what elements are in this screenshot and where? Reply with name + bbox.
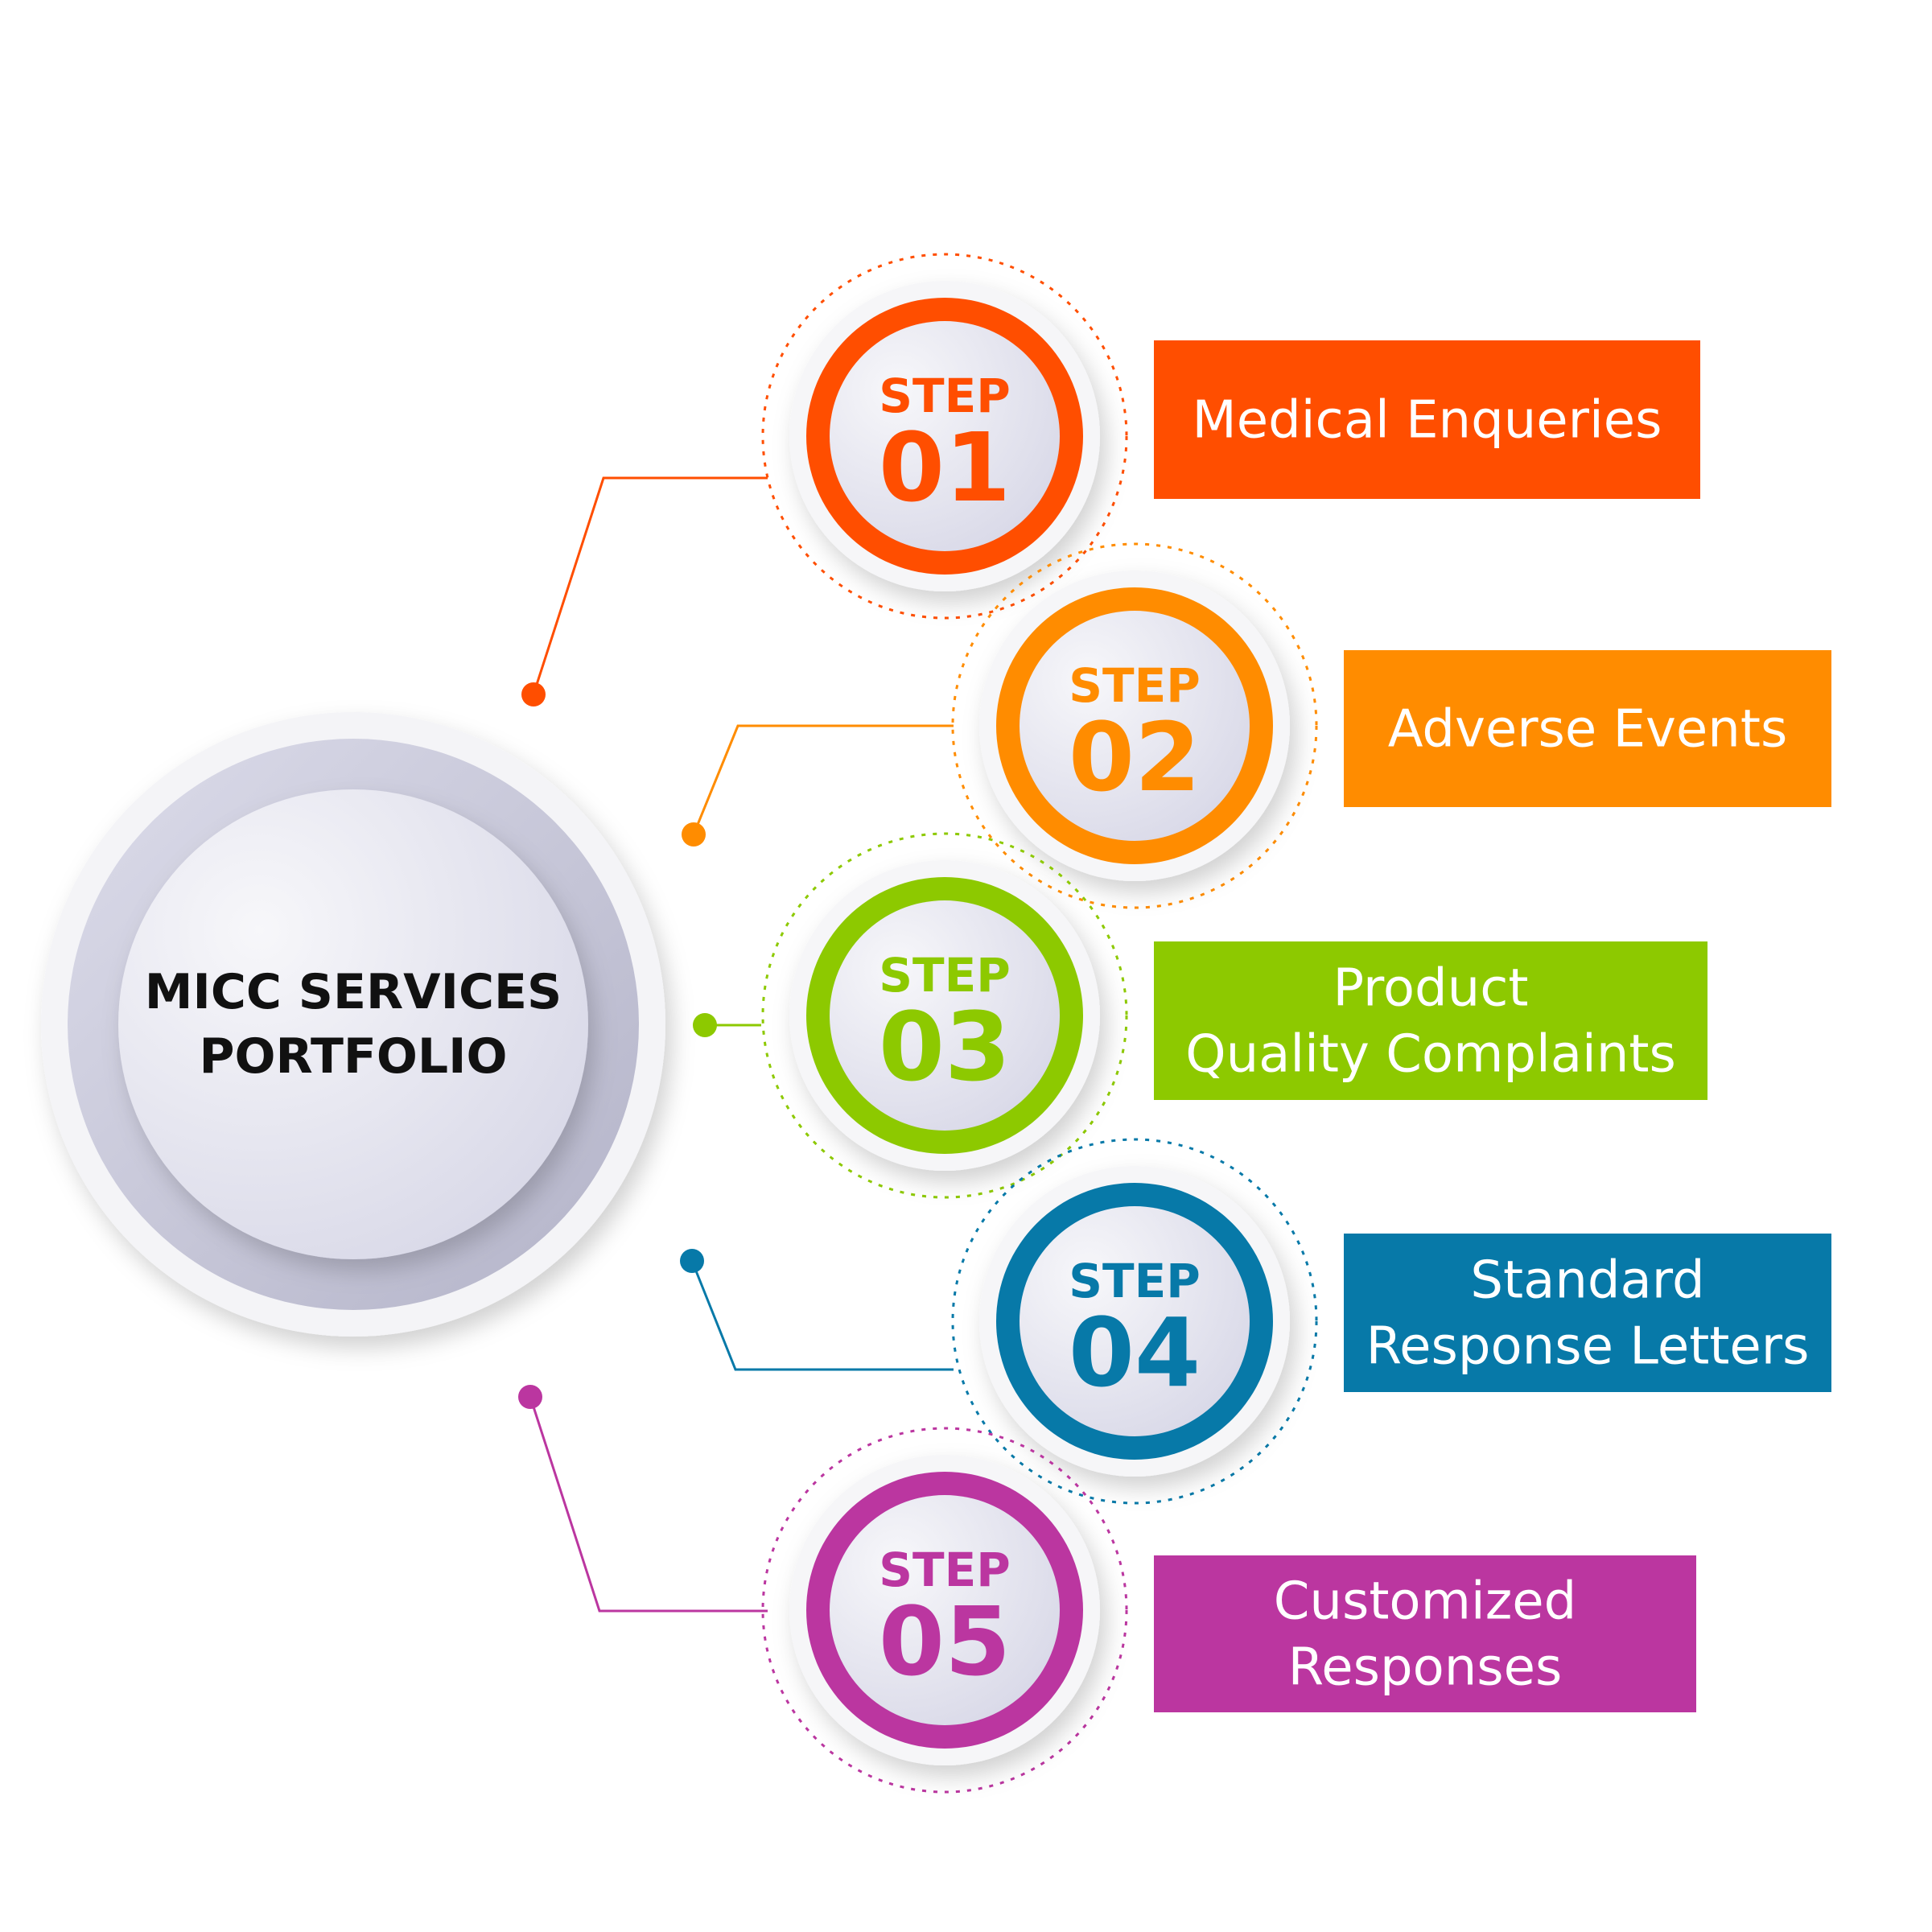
step-word: STEP (879, 948, 1010, 1003)
dotted-ring (761, 832, 1128, 1199)
connector-dot-4 (680, 1249, 704, 1273)
step-label-text: Product (1333, 959, 1529, 1019)
step-number: 01 (879, 412, 1011, 523)
step-number: 02 (1069, 702, 1201, 813)
step-label-text: Adverse Events (1388, 700, 1788, 760)
step-label-box-2 (1344, 650, 1831, 807)
step-number: 04 (1069, 1297, 1201, 1408)
step-label-box-3 (1154, 941, 1707, 1100)
step-label-text: Responses (1288, 1638, 1563, 1698)
center-circle: MICC SERVICES PORTFOLIO (41, 712, 665, 1337)
step-word: STEP (1069, 1254, 1200, 1308)
step-label-text: Customized (1274, 1572, 1577, 1632)
step-label-text: Quality Complaints (1185, 1025, 1676, 1085)
step-label-text: Response Letters (1366, 1317, 1810, 1377)
step-inner (830, 1495, 1060, 1725)
connector-line-2 (692, 724, 954, 835)
step-inner (1020, 1206, 1250, 1436)
step-word: STEP (879, 1543, 1010, 1597)
step-label-text: Standard (1470, 1251, 1704, 1311)
step-inner (1020, 611, 1250, 841)
dotted-ring (761, 253, 1128, 620)
step-word: STEP (879, 369, 1010, 423)
connector-dot-1 (521, 682, 546, 706)
dotted-ring (951, 1138, 1318, 1505)
step-number: 03 (879, 991, 1011, 1102)
connector-line-4 (690, 1260, 954, 1371)
connector-dot-3 (693, 1013, 717, 1037)
step-label-text: Medical Enqueries (1193, 391, 1662, 451)
dotted-ring (951, 542, 1318, 909)
center-title-line1: MICC SERVICES (145, 964, 562, 1020)
step-label-box-1 (1154, 340, 1700, 499)
connector-dot-2 (682, 822, 706, 847)
step-label-box-5 (1154, 1555, 1696, 1712)
connector-line-5 (529, 1396, 768, 1613)
connector-line-1 (532, 476, 768, 695)
dotted-ring (761, 1427, 1128, 1794)
center-title-line2: PORTFOLIO (200, 1028, 508, 1085)
step-label-box-4 (1344, 1234, 1831, 1392)
step-word: STEP (1069, 658, 1200, 713)
connector-dot-5 (518, 1385, 542, 1409)
step-number: 05 (879, 1586, 1011, 1697)
step-inner (830, 900, 1060, 1131)
step-inner (830, 321, 1060, 551)
